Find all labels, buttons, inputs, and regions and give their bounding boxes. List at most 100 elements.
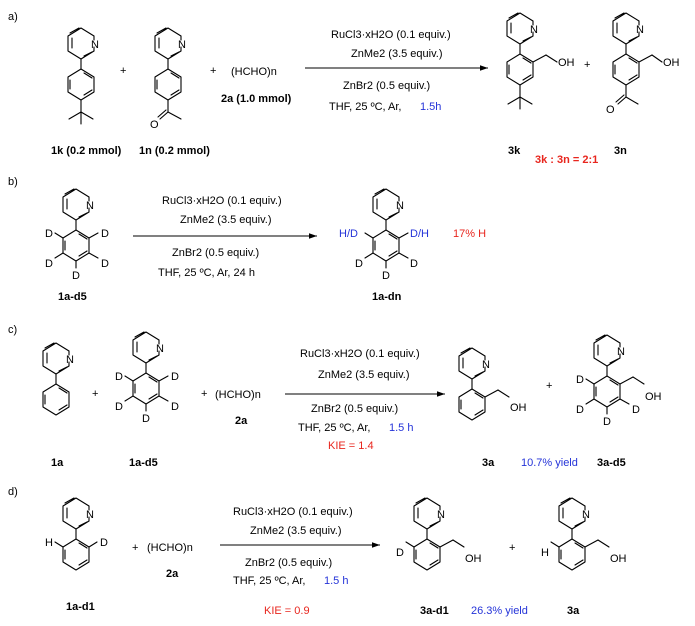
atom-d: D — [72, 270, 80, 282]
atom-n: N — [437, 509, 445, 521]
yield-text: 26.3% yield — [471, 605, 528, 617]
label-1n: 1n (0.2 mmol) — [139, 145, 210, 157]
condition-znbr2: ZnBr2 (0.5 equiv.) — [245, 557, 332, 569]
atom-d: D — [576, 404, 584, 416]
panel-a-label: a) — [8, 11, 18, 23]
panel-c-label: c) — [8, 324, 17, 336]
plus-sign: + — [120, 65, 126, 77]
atom-h: H — [541, 547, 549, 559]
condition-solvent: THF, 25 ºC, Ar, — [298, 422, 370, 434]
atom-n: N — [396, 200, 404, 212]
reagent-hcho: (HCHO)n — [147, 542, 193, 554]
condition-znme2: ZnMe2 (3.5 equiv.) — [180, 214, 272, 226]
plus-sign: + — [509, 542, 515, 554]
atom-d: D — [632, 404, 640, 416]
structure-1n: N O — [150, 27, 186, 131]
atom-n: N — [482, 359, 490, 371]
atom-d: D — [115, 371, 123, 383]
atom-d: D — [410, 258, 418, 270]
condition-znme2: ZnMe2 (3.5 equiv.) — [318, 369, 410, 381]
atom-d: D — [171, 371, 179, 383]
reagent-hcho: (HCHO)n — [215, 389, 261, 401]
structure-1k: N — [67, 27, 99, 125]
plus-sign: + — [584, 59, 590, 71]
condition-solvent: THF, 25 ºC, Ar, 24 h — [158, 267, 255, 279]
plus-sign: + — [210, 65, 216, 77]
atom-d: D — [45, 258, 53, 270]
reagent-2a: 2a — [166, 568, 179, 580]
atom-n: N — [86, 509, 94, 521]
label-1a-dn: 1a-dn — [372, 291, 402, 303]
condition-solvent: THF, 25 ºC, Ar, — [329, 101, 401, 113]
reagent-hcho: (HCHO)n — [231, 66, 277, 78]
structure-1a-d1: N D H — [45, 497, 108, 571]
plus-sign: + — [92, 388, 98, 400]
structure-3n: N OH O — [606, 12, 680, 116]
structure-1a-d5: N D D D D D — [115, 331, 179, 425]
structure-3a: N OH H — [541, 497, 627, 571]
plus-sign: + — [546, 380, 552, 392]
structure-3a-d5: N OH D D D D — [576, 334, 662, 428]
condition-solvent: THF, 25 ºC, Ar, — [233, 575, 305, 587]
condition-znbr2: ZnBr2 (0.5 equiv.) — [172, 247, 259, 259]
atom-n: N — [617, 346, 625, 358]
structure-1a: N — [42, 342, 74, 416]
reagent-2a: 2a — [235, 415, 248, 427]
label-3n: 3n — [614, 145, 627, 157]
label-1a-d5: 1a-d5 — [58, 291, 87, 303]
atom-oh: OH — [663, 57, 680, 69]
atom-n: N — [636, 24, 644, 36]
condition-catalyst: RuCl3·xH2O (0.1 equiv.) — [331, 29, 451, 41]
label-3a-d1: 3a-d1 — [420, 605, 449, 617]
atom-n: N — [86, 200, 94, 212]
condition-znbr2: ZnBr2 (0.5 equiv.) — [343, 80, 430, 92]
atom-d: D — [603, 416, 611, 428]
panel-d: d) N D H 1a-d1 + (HCHO)n 2a RuCl3·xH2O (… — [8, 486, 627, 617]
atom-n: N — [582, 509, 590, 521]
kie-value: KIE = 0.9 — [264, 605, 310, 617]
atom-d: D — [100, 537, 108, 549]
label-1k: 1k (0.2 mmol) — [51, 145, 122, 157]
label-1a-d1: 1a-d1 — [66, 601, 95, 613]
atom-d-h-mixed: D/H — [410, 228, 429, 240]
structure-1a-d5: N D D D D D — [45, 188, 109, 282]
label-3a: 3a — [567, 605, 580, 617]
atom-d: D — [115, 401, 123, 413]
atom-oh: OH — [558, 57, 575, 69]
panel-d-label: d) — [8, 486, 18, 498]
h-percent-result: 17% H — [453, 228, 486, 240]
atom-oh: OH — [510, 402, 527, 414]
structure-1a-dn: N H/D D/H D D D — [339, 188, 429, 282]
atom-n: N — [530, 24, 538, 36]
condition-znbr2: ZnBr2 (0.5 equiv.) — [311, 403, 398, 415]
atom-oh: OH — [610, 553, 627, 565]
label-3a-d5: 3a-d5 — [597, 457, 626, 469]
kie-value: KIE = 1.4 — [328, 440, 374, 452]
condition-catalyst: RuCl3·xH2O (0.1 equiv.) — [162, 195, 282, 207]
label-1a-d5: 1a-d5 — [129, 457, 158, 469]
panel-a: a) N 1k (0.2 mmol) + N — [8, 11, 680, 166]
condition-znme2: ZnMe2 (3.5 equiv.) — [250, 525, 342, 537]
condition-catalyst: RuCl3·xH2O (0.1 equiv.) — [300, 348, 420, 360]
atom-oh: OH — [645, 391, 662, 403]
atom-h-d-mixed: H/D — [339, 228, 358, 240]
atom-d: D — [355, 258, 363, 270]
atom-h: H — [45, 537, 53, 549]
label-3k: 3k — [508, 145, 521, 157]
ratio-text: 3k : 3n = 2:1 — [535, 154, 598, 166]
atom-n: N — [178, 39, 186, 51]
atom-d: D — [101, 258, 109, 270]
plus-sign: + — [132, 542, 138, 554]
atom-o: O — [606, 104, 615, 116]
atom-d: D — [45, 228, 53, 240]
atom-oh: OH — [465, 553, 482, 565]
atom-d: D — [101, 228, 109, 240]
reagent-2a: 2a (1.0 mmol) — [221, 93, 292, 105]
condition-znme2: ZnMe2 (3.5 equiv.) — [351, 48, 443, 60]
condition-time: 1.5h — [420, 101, 441, 113]
atom-n: N — [91, 39, 99, 51]
atom-d: D — [171, 401, 179, 413]
condition-catalyst: RuCl3·xH2O (0.1 equiv.) — [233, 506, 353, 518]
atom-d: D — [396, 547, 404, 559]
